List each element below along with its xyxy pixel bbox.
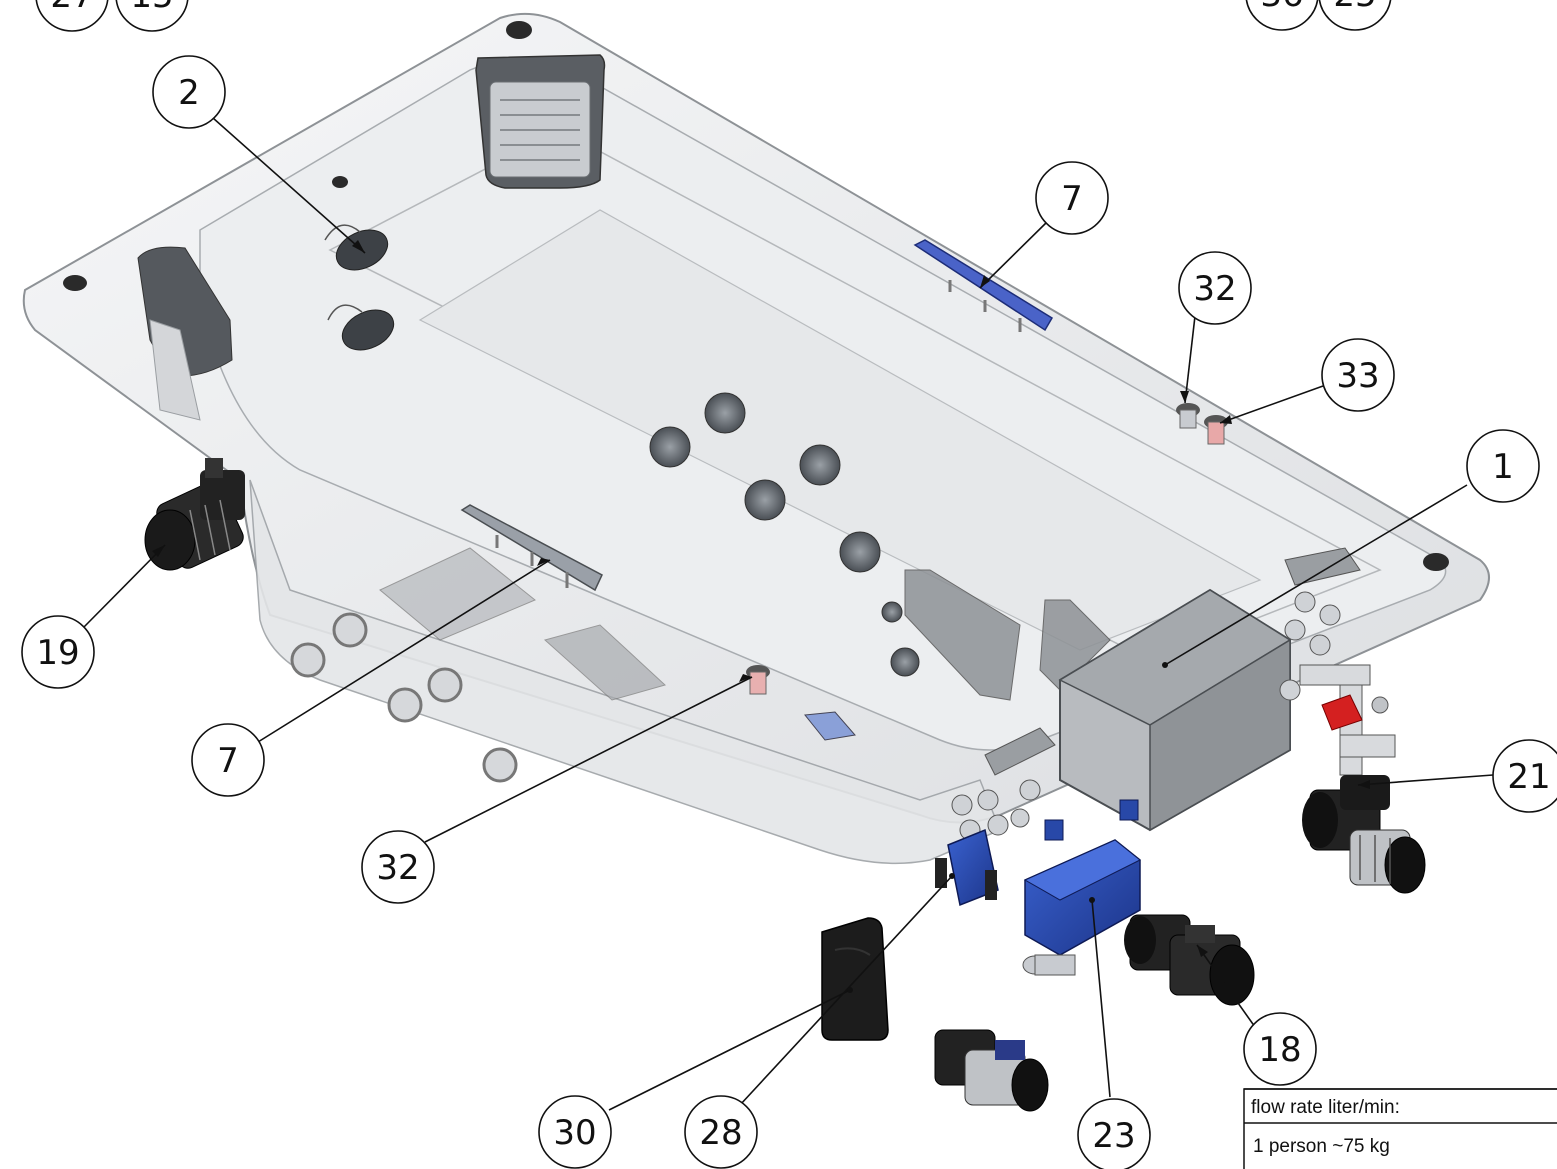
callout-label: 30 bbox=[553, 1113, 596, 1153]
flow-rate-table: flow rate liter/min: 1 person ~75 kg bbox=[1243, 1088, 1557, 1169]
tub-shell bbox=[22, 12, 1490, 865]
callout-2: 2 bbox=[152, 55, 226, 129]
callout-label: 18 bbox=[1258, 1030, 1301, 1070]
rim-fixtures bbox=[63, 21, 1449, 571]
callout-label: 23 bbox=[1092, 1116, 1135, 1156]
pump-18 bbox=[1124, 914, 1255, 1006]
leader-arrowheads bbox=[152, 240, 1370, 957]
callout-32-top: 32 bbox=[1178, 251, 1252, 325]
callout-label: 28 bbox=[699, 1113, 742, 1153]
pump-bottom bbox=[934, 1029, 1049, 1112]
callout-label: 21 bbox=[1507, 757, 1550, 797]
callout-label: 36 bbox=[1260, 0, 1303, 15]
filter-housing bbox=[984, 547, 1361, 832]
callout-32-bottom: 32 bbox=[361, 830, 435, 904]
fitting-32-top bbox=[1176, 403, 1200, 429]
table-row-1: 1 person ~75 kg bbox=[1253, 1136, 1390, 1157]
callout-label: 7 bbox=[1061, 179, 1083, 219]
light-bar-bottom bbox=[460, 504, 603, 592]
callout-1: 1 bbox=[1466, 429, 1540, 503]
callout-19: 19 bbox=[21, 615, 95, 689]
callout-25: 25 bbox=[1318, 0, 1392, 31]
wall-jets bbox=[290, 612, 518, 783]
callout-15: 15 bbox=[115, 0, 189, 32]
callout-label: 1 bbox=[1492, 447, 1514, 487]
leader-lines bbox=[82, 117, 1494, 1111]
callout-36: 36 bbox=[1245, 0, 1319, 31]
callout-7-bottom: 7 bbox=[191, 723, 265, 797]
tub-body bbox=[249, 479, 1001, 865]
callout-7-top: 7 bbox=[1035, 161, 1109, 235]
callout-23: 23 bbox=[1077, 1098, 1151, 1169]
pump-19 bbox=[144, 458, 245, 571]
control-box-23 bbox=[1022, 799, 1141, 976]
fitting-33 bbox=[1204, 415, 1228, 445]
callout-30: 30 bbox=[538, 1095, 612, 1169]
callout-label: 27 bbox=[50, 0, 93, 16]
callout-28: 28 bbox=[684, 1095, 758, 1169]
plumbing-left bbox=[951, 779, 1041, 841]
callout-label: 32 bbox=[1193, 269, 1236, 309]
leader-dots bbox=[847, 662, 1168, 993]
callout-label: 33 bbox=[1336, 356, 1379, 396]
seat-panels bbox=[379, 547, 1111, 741]
pump-21 bbox=[1302, 775, 1426, 894]
fitting-32-bottom bbox=[746, 665, 770, 695]
callout-label: 25 bbox=[1333, 0, 1376, 15]
callout-label: 19 bbox=[36, 633, 79, 673]
headrest-top bbox=[475, 54, 606, 189]
callout-18: 18 bbox=[1243, 1012, 1317, 1086]
plumbing-right bbox=[1279, 591, 1396, 776]
callout-27: 27 bbox=[35, 0, 109, 32]
panel-30 bbox=[821, 917, 889, 1041]
floor-jets bbox=[649, 392, 920, 677]
control-box-28 bbox=[935, 828, 999, 907]
headrest-left bbox=[137, 246, 233, 421]
table-header: flow rate liter/min: bbox=[1251, 1097, 1400, 1118]
callout-33: 33 bbox=[1321, 338, 1395, 412]
callout-label: 2 bbox=[178, 73, 200, 113]
callout-label: 32 bbox=[376, 848, 419, 888]
callout-label: 15 bbox=[130, 0, 173, 16]
callout-label: 7 bbox=[217, 741, 239, 781]
callout-21: 21 bbox=[1492, 739, 1557, 813]
